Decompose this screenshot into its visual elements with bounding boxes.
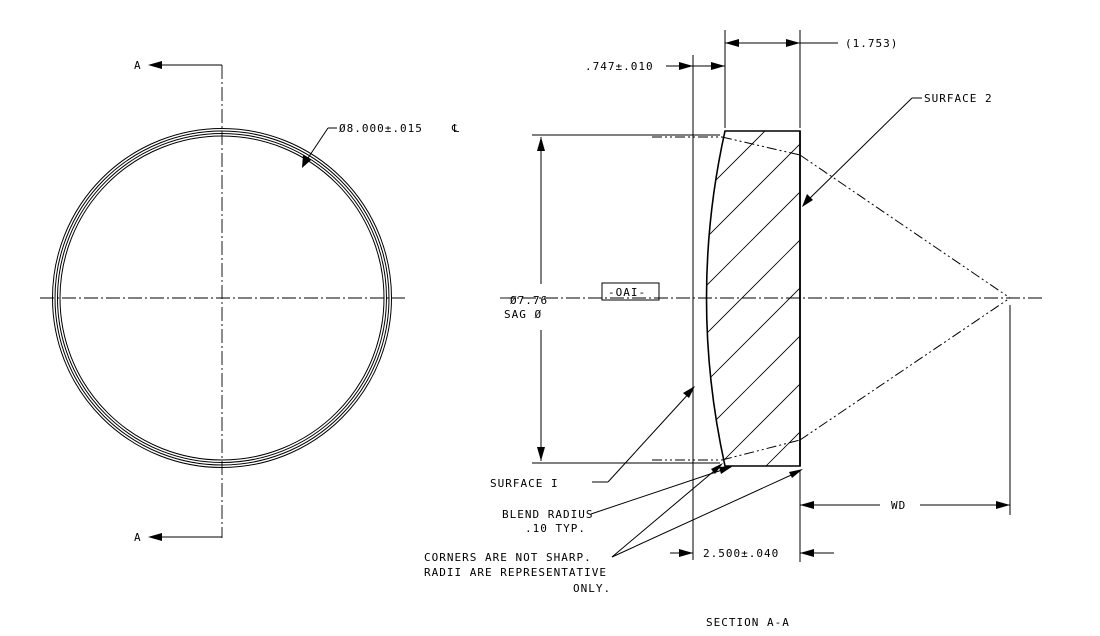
diameter-leader-line bbox=[303, 127, 329, 165]
lens-section-outline bbox=[705, 130, 801, 467]
optical-axis-datum-box bbox=[601, 282, 660, 301]
dim-reference-thickness: (1.753) bbox=[845, 37, 898, 50]
surface-2-label: SURFACE 2 bbox=[924, 92, 993, 105]
sag-diameter-label: SAG Ø bbox=[504, 308, 542, 321]
corners-note-leader-1 bbox=[611, 465, 721, 558]
diameter-leader-arrow bbox=[302, 155, 311, 168]
focus-ray-top bbox=[799, 154, 1011, 299]
corners-note-leader-2 bbox=[611, 470, 801, 558]
section-label-top: A bbox=[134, 59, 142, 72]
surface-2-leader-line bbox=[804, 97, 913, 204]
blend-radius-line2: .10 TYP. bbox=[525, 522, 586, 535]
section-arrow-bottom-head bbox=[148, 533, 162, 541]
lens-hatching bbox=[706, 131, 800, 466]
corners-note-line2: RADII ARE REPRESENTATIVE bbox=[424, 566, 607, 579]
surface-1-leader-line bbox=[607, 389, 693, 483]
dim-edge-thickness: .747±.010 bbox=[585, 60, 654, 73]
dim-center-thickness: 2.500±.040 bbox=[703, 547, 779, 560]
blend-radius-line1: BLEND RADIUS bbox=[502, 508, 593, 521]
sag-diameter-value: Ø7.76 bbox=[510, 294, 548, 307]
surface-1-label: SURFACE I bbox=[490, 477, 559, 490]
section-view: (1.753) .747±.010 SURFACE 2 Ø7.76 SAG Ø … bbox=[424, 30, 1045, 629]
corners-note-line1: CORNERS ARE NOT SHARP. bbox=[424, 551, 592, 564]
diameter-callout: Ø8.000±.015 bbox=[339, 122, 423, 135]
section-title: SECTION A-A bbox=[706, 616, 790, 629]
corners-note-line3: ONLY. bbox=[573, 582, 611, 595]
working-distance-label: WD bbox=[891, 499, 906, 512]
front-view: A A Ø8.000±.015 ℄ bbox=[40, 59, 460, 544]
phantom-bottom-chord bbox=[721, 439, 801, 461]
phantom-top-chord bbox=[721, 136, 801, 156]
optical-axis-datum: -OAI- bbox=[608, 286, 646, 299]
section-label-bottom: A bbox=[134, 531, 142, 544]
blend-radius-leader-line bbox=[590, 466, 732, 515]
centerline-symbol: ℄ bbox=[451, 122, 460, 135]
section-arrow-top-head bbox=[148, 61, 162, 69]
focus-ray-bottom bbox=[799, 297, 1011, 441]
